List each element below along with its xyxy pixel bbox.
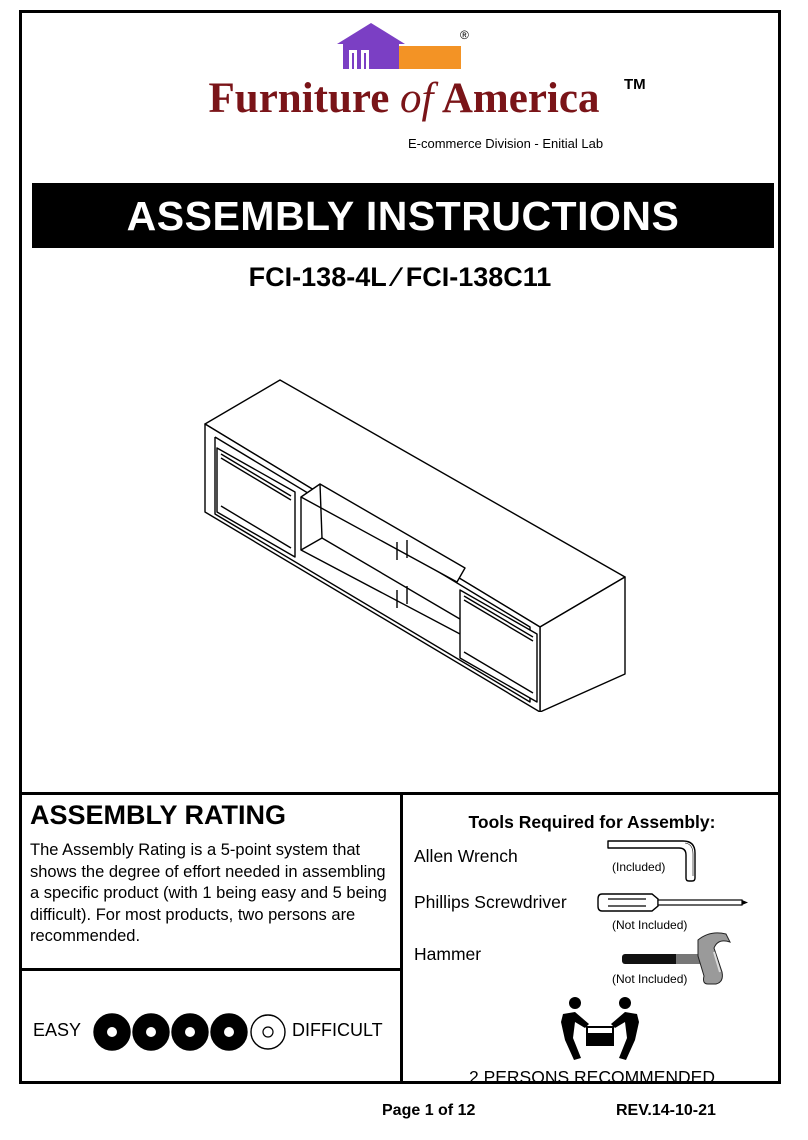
two-persons-lifting-icon <box>561 997 639 1060</box>
assembly-rating-description: The Assembly Rating is a 5-point system … <box>30 841 387 945</box>
tool-screwdriver-note: (Not Included) <box>612 918 688 932</box>
tool-allen-wrench-note: (Included) <box>612 860 666 874</box>
tool-allen-wrench-name: Allen Wrench <box>414 846 518 866</box>
tv-stand-illustration <box>204 379 626 712</box>
brand-name-end: America <box>433 75 600 122</box>
easy-label: EASY <box>33 1020 82 1040</box>
revision-label: REV.14-10-21 <box>616 1102 716 1119</box>
rating-dot-center <box>107 1027 117 1037</box>
tools-required-title: Tools Required for Assembly: <box>468 812 716 832</box>
rating-dots <box>93 1013 286 1051</box>
brand-name-of: of <box>400 75 434 122</box>
difficult-label: DIFFICULT <box>292 1020 383 1040</box>
section-divider-rating <box>19 968 403 971</box>
brand-name-main: Furniture <box>208 75 401 122</box>
trademark-mark: TM <box>624 76 646 93</box>
brand-logo-house-icon <box>337 23 461 69</box>
section-divider-vertical <box>400 792 403 1084</box>
rating-dot-center <box>185 1027 195 1037</box>
rating-dot-center <box>224 1027 234 1037</box>
hammer-icon <box>622 932 731 985</box>
tool-screwdriver-name: Phillips Screwdriver <box>414 892 567 912</box>
division-label: E-commerce Division - Enitial Lab <box>408 136 604 151</box>
rating-dot-empty <box>250 1014 286 1050</box>
tool-hammer-note: (Not Included) <box>612 972 688 986</box>
assembly-rating-title: ASSEMBLY RATING <box>30 800 287 830</box>
screwdriver-icon <box>597 893 748 912</box>
page-number: Page 1 of 12 <box>382 1102 476 1119</box>
brand-name: Furniture of America <box>30 74 778 123</box>
two-persons-recommended-label: 2 PERSONS RECOMMENDED <box>468 1067 715 1087</box>
tool-hammer-name: Hammer <box>414 944 482 964</box>
allen-wrench-icon <box>607 840 696 882</box>
document-title: ASSEMBLY INSTRUCTIONS <box>32 183 774 248</box>
model-number: FCI-138-4L ∕ FCI-138C11 <box>248 262 552 292</box>
rating-dot-center <box>146 1027 156 1037</box>
registered-mark: ® <box>460 28 469 42</box>
rating-dot-center <box>262 1026 274 1038</box>
